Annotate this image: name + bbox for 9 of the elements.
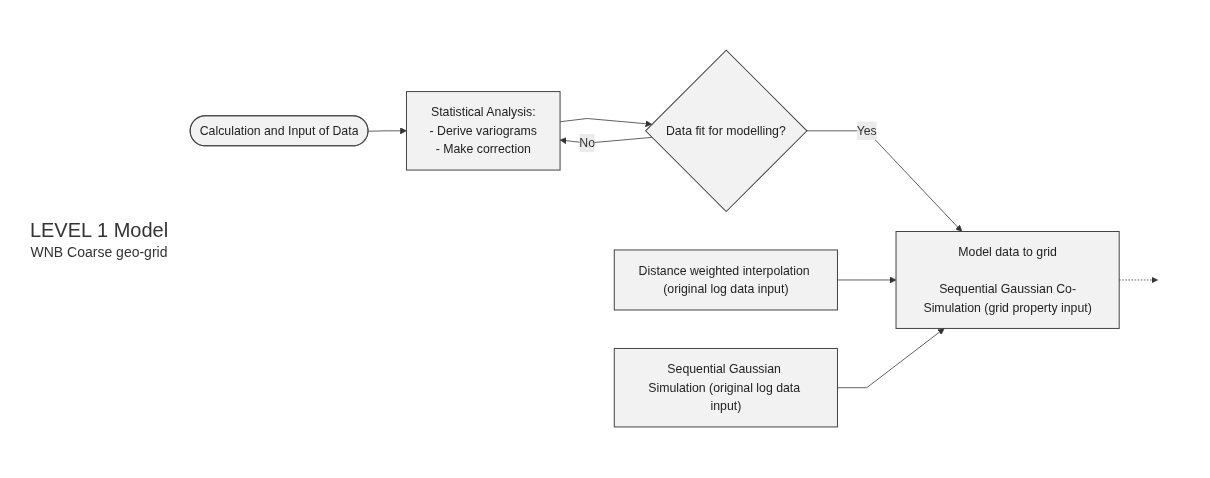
edge-label: Yes: [856, 124, 877, 138]
node-box: Statistical Analysis: - Derive variograms - Make correction: [405, 91, 561, 171]
node-box: Model data to grid Sequential Gaussian Co-Simulation (grid property input): [895, 231, 1120, 330]
node-box: Distance weighted interpolation (original log data input): [613, 249, 838, 311]
node-box: Sequential Gaussian Simulation (original log data input): [613, 348, 838, 428]
grid-label: WNB Coarse geo-grid: [29, 243, 169, 260]
node-diamond: Data fit for modelling?: [645, 50, 808, 213]
model-level-label: LEVEL 1 Model: [28, 218, 170, 242]
edge-label: No: [579, 136, 596, 150]
